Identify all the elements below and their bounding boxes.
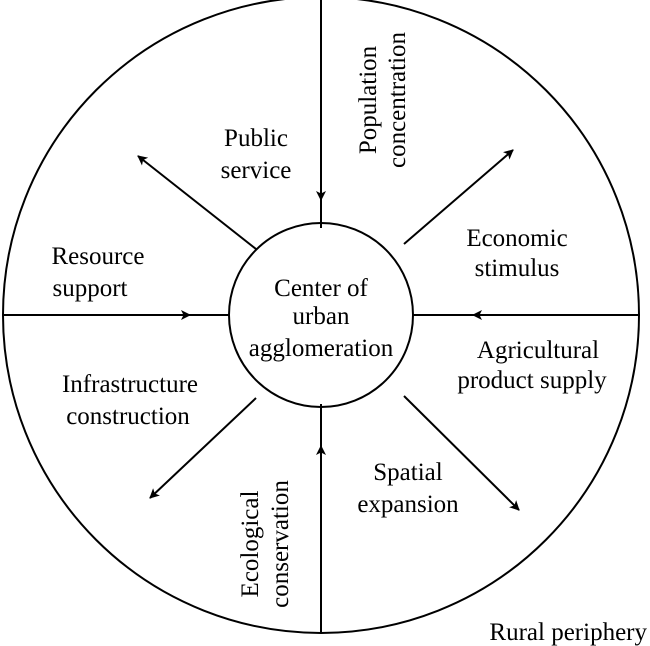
ecological-conservation-label-line-1: Ecological xyxy=(237,491,264,598)
resource-support-label-line-2: support xyxy=(53,275,128,302)
arrow-public-service xyxy=(137,155,257,250)
agricultural-product-supply-label-line-1: Agricultural xyxy=(477,337,599,364)
infrastructure-construction-label-line-2: construction xyxy=(66,403,190,430)
economic-stimulus-label-line-2: stimulus xyxy=(475,255,560,282)
population-concentration-label-line-1: Population xyxy=(355,45,382,154)
public-service-label-line-2: service xyxy=(221,157,292,184)
arrow-infrastructure-construction xyxy=(149,397,257,499)
public-service-label-line-1: Public xyxy=(224,125,288,152)
center-circle xyxy=(228,222,414,408)
resource-support-label-line-1: Resource xyxy=(51,243,144,270)
arrow-economic-stimulus xyxy=(403,149,514,245)
infrastructure-construction-label-line-1: Infrastructure xyxy=(62,371,198,398)
arrow-spatial-expansion xyxy=(403,395,520,511)
center-label-line-3: agglomeration xyxy=(249,335,394,362)
center-label-line-1: Center of xyxy=(274,275,368,302)
spatial-expansion-label-line-2: expansion xyxy=(357,491,459,518)
spatial-expansion-label-line-1: Spatial xyxy=(373,459,442,486)
center-label-line-2: urban xyxy=(293,303,350,330)
rural-periphery-label: Rural periphery xyxy=(489,619,647,646)
population-concentration-label-line-2: concentration xyxy=(384,31,411,168)
economic-stimulus-label-line-1: Economic xyxy=(466,225,567,252)
ecological-conservation-label-line-2: conservation xyxy=(267,480,294,608)
agricultural-product-supply-label-line-2: product supply xyxy=(457,367,607,394)
